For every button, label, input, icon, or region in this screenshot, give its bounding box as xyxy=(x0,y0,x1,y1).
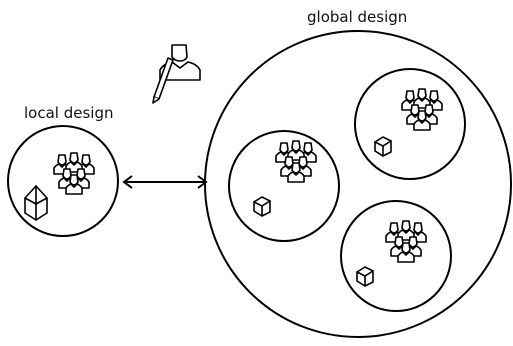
people-group-icon xyxy=(54,153,94,194)
bidirectional-arrow xyxy=(122,175,208,189)
cube-icon xyxy=(253,196,271,217)
people-group-icon xyxy=(276,141,316,182)
inner-team-circle-left xyxy=(228,130,340,242)
inner-team-circle-bottom-right xyxy=(340,200,452,312)
local-design-circle xyxy=(7,125,119,237)
global-design-circle xyxy=(204,30,512,338)
designer-with-pencil-icon xyxy=(152,44,201,104)
global-design-label: global design xyxy=(307,8,407,26)
crystal-icon xyxy=(24,185,48,221)
local-design-label: local design xyxy=(24,104,113,122)
people-group-icon xyxy=(402,89,442,130)
cube-icon xyxy=(356,266,374,287)
cube-icon xyxy=(374,136,392,157)
people-group-icon xyxy=(386,221,426,262)
inner-team-circle-top-right xyxy=(354,68,466,180)
